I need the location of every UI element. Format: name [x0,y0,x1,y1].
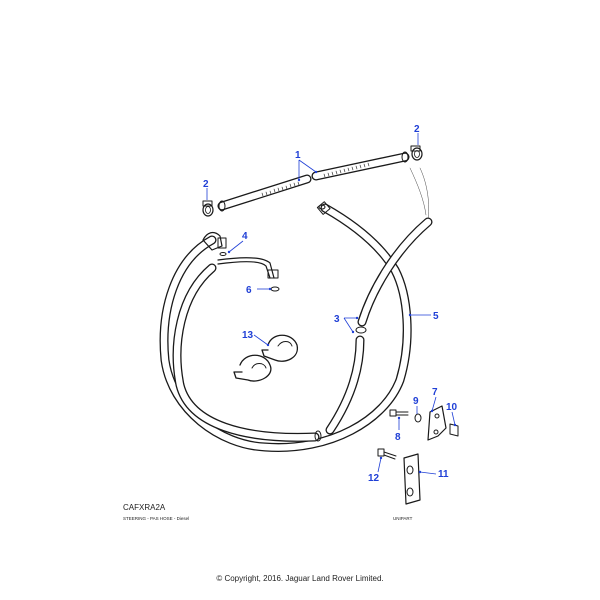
hose-clip-right [410,145,423,161]
supplier-mark: UNIPART [393,516,413,521]
callout-2-right: 2 [414,124,420,135]
twin-hose-clamp [233,334,298,382]
washer [414,413,422,423]
callout-8: 8 [395,432,401,443]
o-ring [270,286,280,292]
copyright-notice: © Copyright, 2016. Jaguar Land Rover Lim… [216,574,384,583]
callout-3: 3 [334,314,340,325]
callout-12: 12 [368,473,380,484]
hose-fitting-left [202,231,227,251]
callout-leaders [206,133,457,475]
callout-6: 6 [246,285,252,296]
callout-1: 1 [295,150,301,161]
short-hose-right [311,151,410,181]
hose-fitting-top [316,201,331,215]
callout-10: 10 [446,402,458,413]
nut [449,423,459,437]
mounting-bracket [403,453,421,505]
callout-5: 5 [433,311,439,322]
callout-2-left: 2 [203,179,209,190]
pressure-hose [159,203,412,453]
short-hose-left [217,174,312,212]
bolt-lower [377,448,397,460]
callout-9: 9 [413,396,419,407]
return-hose [172,217,433,442]
bolt [389,409,409,417]
diagram-caption: STEERING - PAS HOSE - Diesel [123,516,190,521]
callout-11: 11 [438,469,449,480]
metal-pipe [217,252,279,279]
callout-13: 13 [242,330,254,341]
callout-7: 7 [432,387,438,398]
hose-clip-left [202,200,214,217]
bracket [427,405,447,441]
callout-4: 4 [242,231,248,242]
diagram-code: CAFXRA2A [123,503,166,512]
